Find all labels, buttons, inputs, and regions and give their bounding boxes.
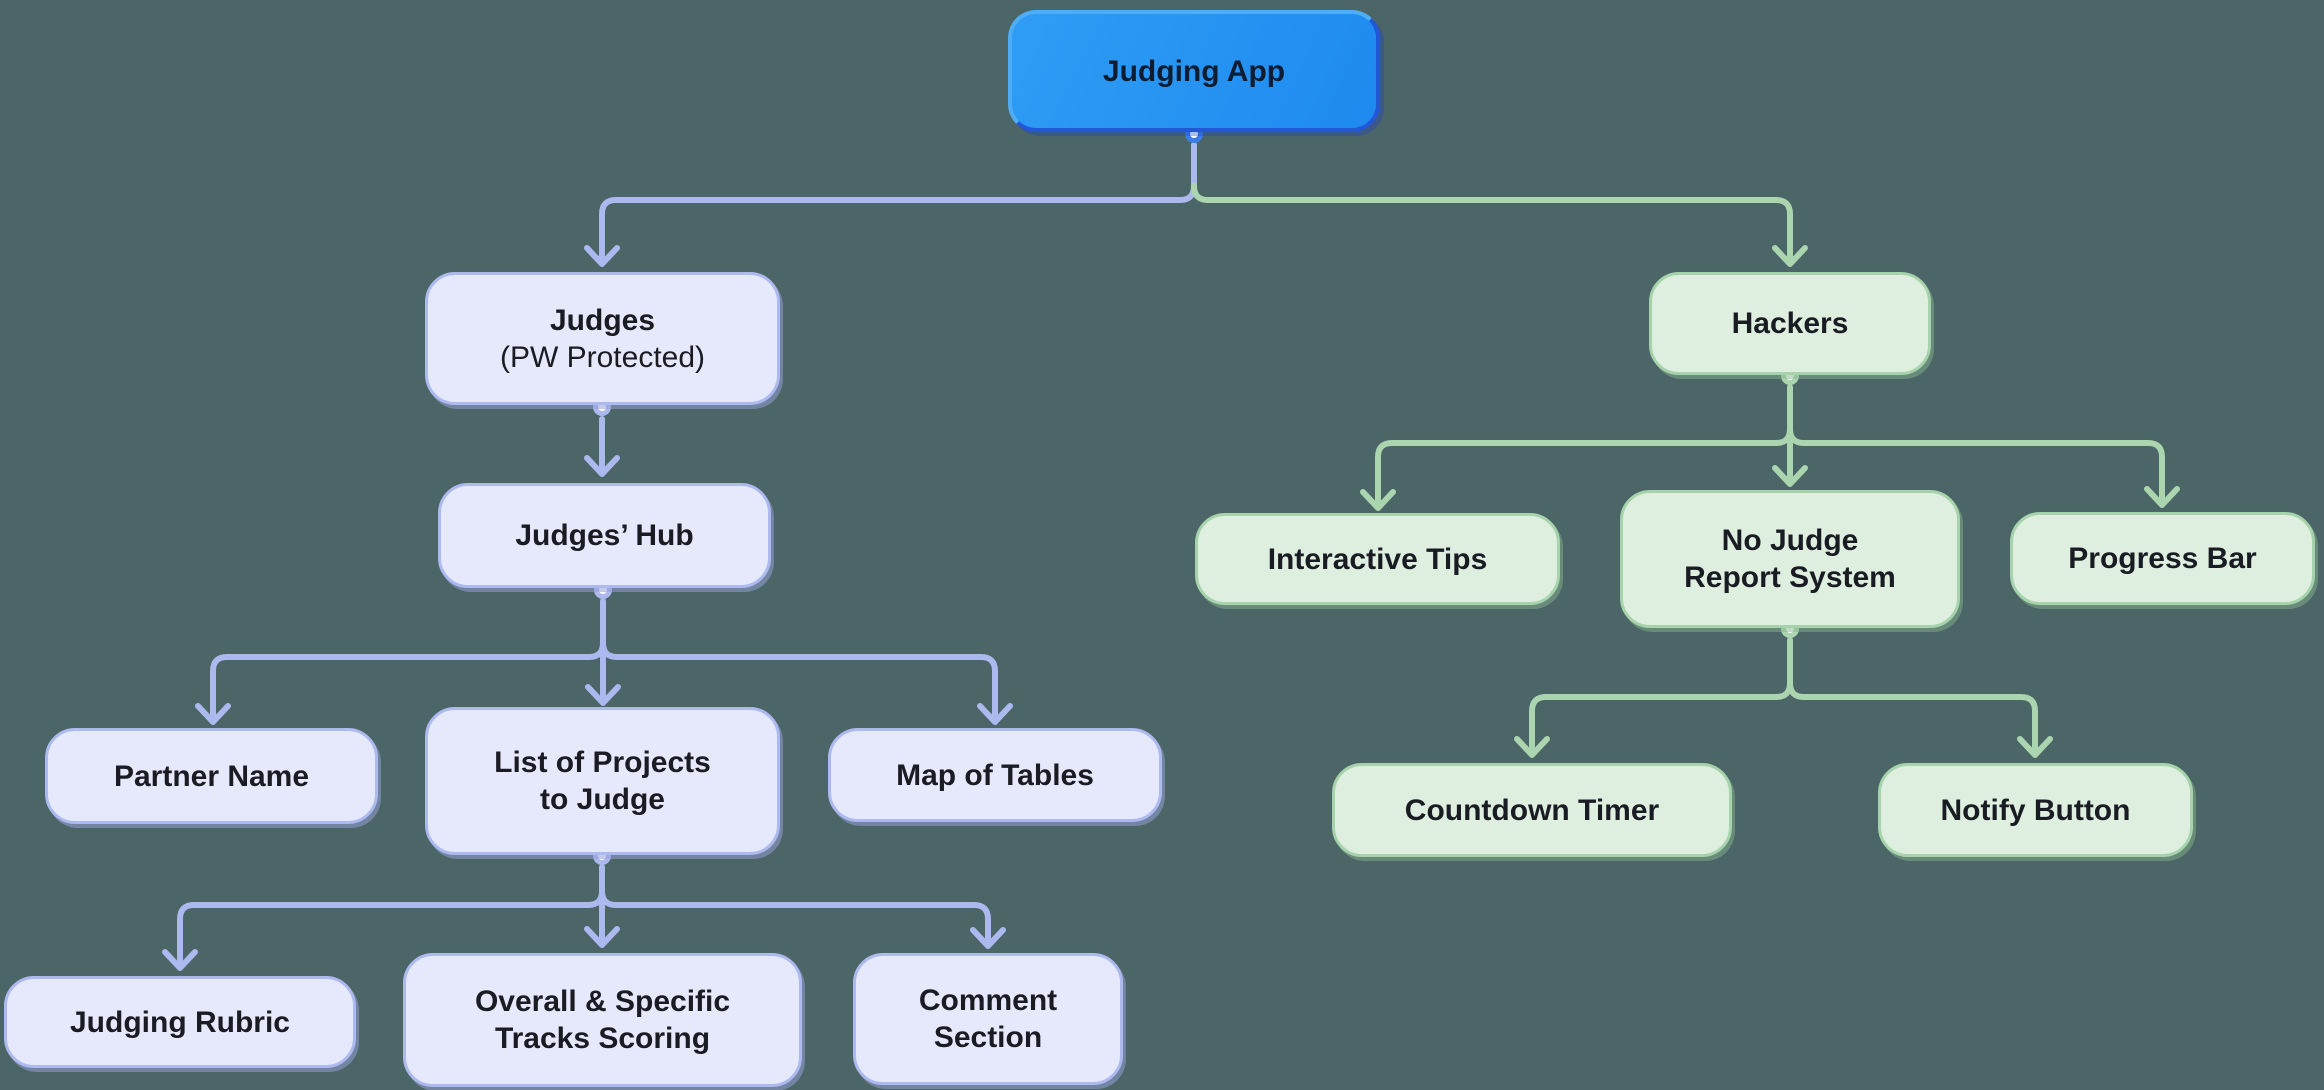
arrowhead-notify [2017,736,2053,758]
arrowhead-overall [584,926,620,948]
node-list-of-projects-label2: to Judge [540,783,665,816]
node-progress-bar[interactable]: Progress Bar [2010,512,2315,605]
node-no-judge-report[interactable]: No Judge Report System [1620,490,1960,628]
arrowhead-map [977,703,1013,725]
node-judges-sublabel: (PW Protected) [499,340,706,374]
edge-hub-to-map [600,640,998,721]
node-partner-name-label: Partner Name [113,759,310,793]
node-countdown-timer-label: Countdown Timer [1404,793,1660,827]
edge-hackers-to-progress [1787,426,2165,504]
edge-root-to-judges [599,183,1197,265]
node-judges[interactable]: Judges (PW Protected) [425,272,780,405]
arrowhead-comment [970,927,1006,949]
node-progress-bar-label: Progress Bar [2068,542,2257,575]
node-list-of-projects-label1: List of Projects [494,746,711,779]
arrowhead-tips [1360,489,1396,511]
node-comment-section-label1: Comment [918,984,1058,1017]
edge-root-to-hackers [1191,183,1793,265]
arrowhead-partner [195,703,231,725]
node-judging-rubric[interactable]: Judging Rubric [4,976,356,1068]
node-overall-scoring[interactable]: Overall & Specific Tracks Scoring [403,953,802,1087]
node-judges-hub-label: Judges’ Hub [515,519,694,552]
arrowhead-list [585,684,621,706]
node-list-of-projects[interactable]: List of Projects to Judge [425,707,780,855]
arrowhead-rubric [162,949,198,971]
arrowhead-hub [584,455,620,477]
node-hackers[interactable]: Hackers [1649,272,1931,375]
node-map-of-tables-label: Map of Tables [896,758,1094,792]
node-comment-section[interactable]: Comment Section [853,953,1123,1085]
node-notify-button[interactable]: Notify Button [1878,763,2193,857]
node-notify-button-label: Notify Button [1940,793,2131,827]
node-comment-section-label2: Section [933,1021,1043,1054]
node-hackers-label: Hackers [1731,307,1849,340]
arrowhead-hackers [1772,245,1808,267]
arrowhead-progress [2144,486,2180,508]
edge-list-to-comment [599,888,991,945]
node-partner-name[interactable]: Partner Name [45,728,378,824]
node-judges-hub[interactable]: Judges’ Hub [438,483,771,588]
arrowhead-nojudge [1772,465,1808,487]
node-interactive-tips-label: Interactive Tips [1267,542,1488,576]
edge-nojudge-to-countdown [1529,680,1793,754]
arrowhead-countdown [1514,736,1550,758]
node-overall-scoring-label2: Tracks Scoring [494,1022,711,1055]
node-map-of-tables[interactable]: Map of Tables [828,728,1162,822]
node-interactive-tips[interactable]: Interactive Tips [1195,513,1560,605]
arrowhead-judges [584,245,620,267]
node-judging-app[interactable]: Judging App [1008,10,1380,132]
node-no-judge-report-label2: Report System [1684,561,1896,594]
node-judging-app-label: Judging App [1102,54,1286,88]
node-overall-scoring-label1: Overall & Specific [474,985,731,1018]
node-judging-rubric-label: Judging Rubric [70,1005,290,1039]
node-judges-label: Judges [549,303,656,337]
node-countdown-timer[interactable]: Countdown Timer [1332,763,1732,857]
node-no-judge-report-label1: No Judge [1721,524,1859,557]
edge-nojudge-to-notify [1787,680,2038,754]
